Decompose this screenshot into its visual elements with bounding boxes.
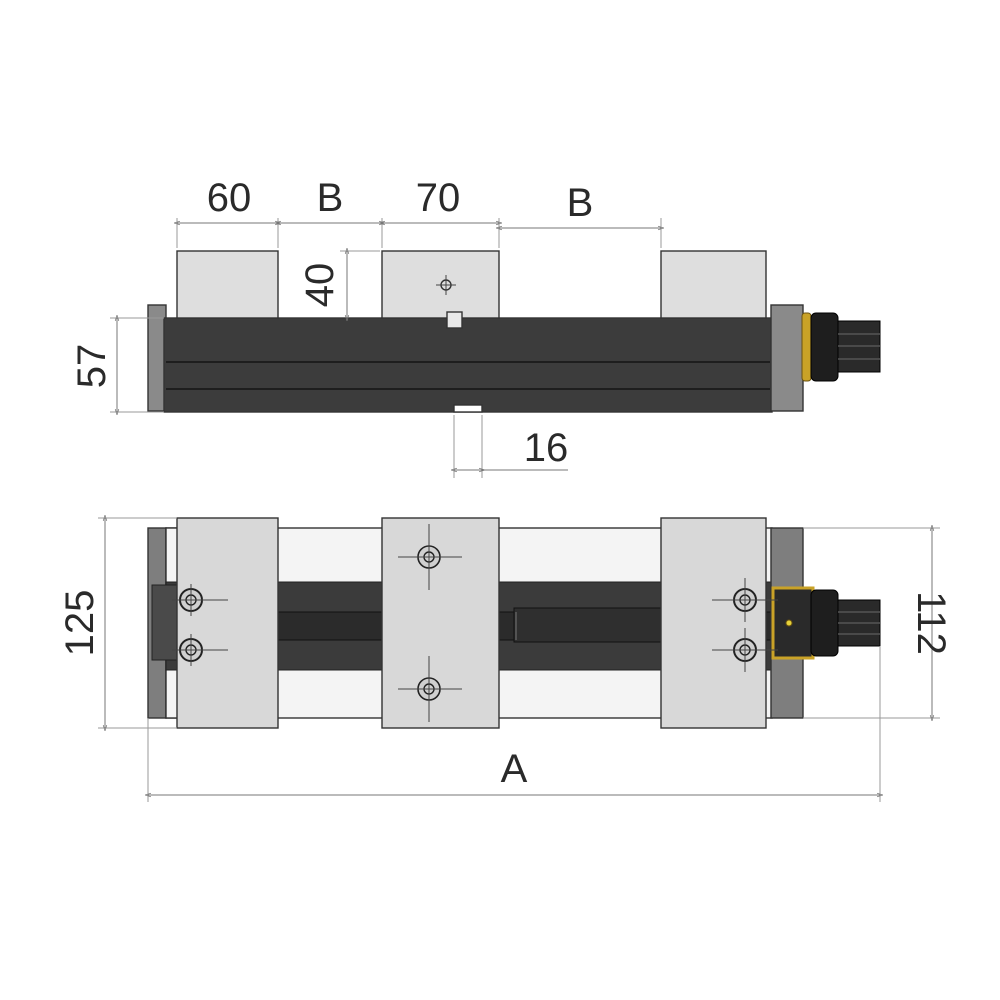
jaw-key [446, 311, 463, 329]
dim-b-left: B [317, 176, 344, 220]
spindle-collar [810, 312, 839, 382]
top-view: 125 112 A [58, 518, 953, 802]
bolt-right-lower [712, 628, 778, 672]
dim-125: 125 [58, 590, 102, 657]
bolt-left-lower [172, 634, 228, 666]
top-center-jaw [381, 517, 500, 729]
bolt-center-lower [398, 656, 462, 722]
bolt-center-upper [398, 524, 462, 590]
dim-a: A [501, 747, 528, 791]
right-end-plate [770, 304, 804, 412]
dim-112: 112 [909, 591, 953, 655]
dim-70: 70 [416, 176, 461, 220]
bolt-right-upper [712, 578, 778, 622]
right-jaw [660, 250, 767, 319]
bottom-slot [453, 404, 483, 413]
top-right-jaw [660, 517, 767, 729]
top-left-jaw [176, 517, 279, 729]
vise-body [163, 317, 773, 413]
dim-16: 16 [524, 426, 569, 470]
side-view: 60 B 70 B 40 57 16 [70, 176, 881, 478]
dim-60: 60 [207, 176, 252, 220]
top-spindle-collar [810, 589, 839, 657]
dim-40: 40 [298, 263, 342, 308]
dim-b-right: B [567, 181, 594, 225]
left-jaw [176, 250, 279, 319]
bolt-left-upper [172, 584, 228, 616]
brass-ring [801, 312, 812, 382]
top-brass-ring [771, 586, 815, 660]
dim-57: 57 [70, 344, 114, 389]
